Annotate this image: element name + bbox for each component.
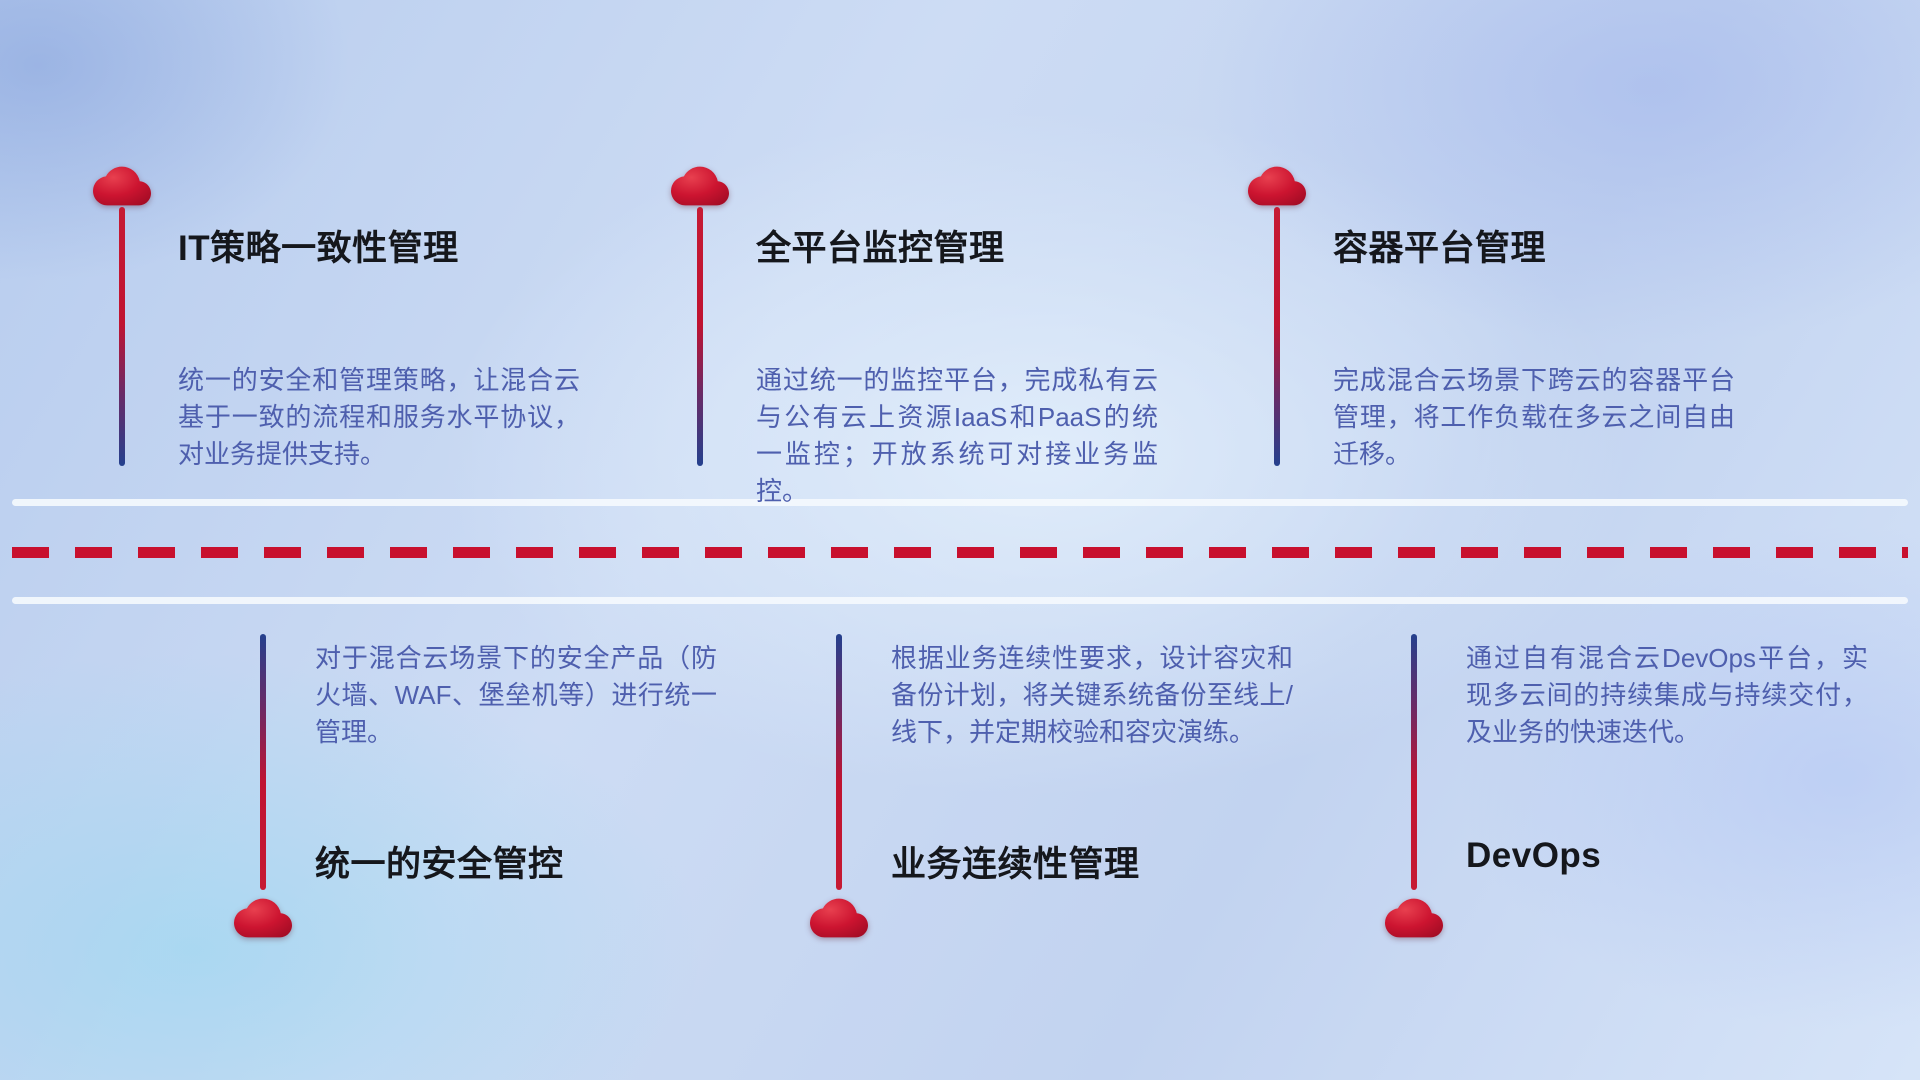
timeline-pole bbox=[836, 634, 842, 890]
capability-title: 业务连续性管理 bbox=[891, 845, 1140, 884]
capability-description: 通过统一的监控平台，完成私有云与公有云上资源IaaS和PaaS的统一监控；开放系… bbox=[756, 365, 1158, 506]
timeline-pole bbox=[260, 634, 266, 890]
cloud-icon bbox=[93, 166, 151, 206]
capability-title: 容器平台管理 bbox=[1333, 229, 1547, 268]
capability-title: DevOps bbox=[1466, 836, 1602, 875]
capability-title: 全平台监控管理 bbox=[756, 229, 1005, 268]
cloud-icon bbox=[671, 166, 729, 206]
capability-description: 通过自有混合云DevOps平台，实现多云间的持续集成与持续交付，及业务的快速迭代… bbox=[1466, 643, 1868, 747]
road-bottom-line bbox=[12, 597, 1908, 604]
capability-description: 完成混合云场景下跨云的容器平台管理，将工作负载在多云之间自由迁移。 bbox=[1333, 365, 1735, 469]
timeline-pole bbox=[119, 207, 125, 466]
capability-description: 对于混合云场景下的安全产品（防火墙、WAF、堡垒机等）进行统一管理。 bbox=[315, 643, 717, 747]
capability-title: IT策略一致性管理 bbox=[178, 229, 459, 268]
cloud-icon bbox=[810, 898, 868, 938]
capability-description: 统一的安全和管理策略，让混合云基于一致的流程和服务水平协议，对业务提供支持。 bbox=[178, 365, 580, 469]
timeline-pole bbox=[697, 207, 703, 466]
cloud-icon bbox=[1385, 898, 1443, 938]
road-dashed-center-line bbox=[12, 547, 1908, 558]
timeline-pole bbox=[1274, 207, 1280, 466]
capability-title: 统一的安全管控 bbox=[315, 845, 564, 884]
cloud-icon bbox=[1248, 166, 1306, 206]
cloud-icon bbox=[234, 898, 292, 938]
timeline-pole bbox=[1411, 634, 1417, 890]
capability-description: 根据业务连续性要求，设计容灾和备份计划，将关键系统备份至线上/线下，并定期校验和… bbox=[891, 643, 1293, 747]
road-top-line bbox=[12, 499, 1908, 506]
